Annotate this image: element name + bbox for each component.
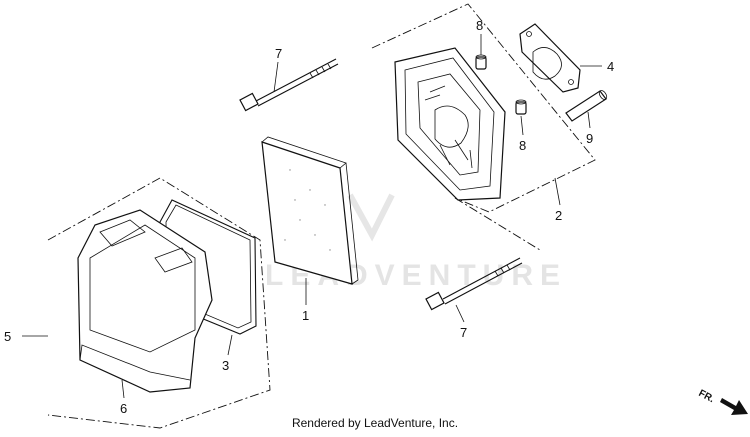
- callout-8-upper: 8: [476, 18, 483, 33]
- callout-3: 3: [222, 358, 229, 373]
- bolt-lower: [425, 257, 523, 311]
- callout-7-upper: 7: [275, 46, 282, 61]
- pin-upper: [475, 54, 487, 70]
- callout-7-lower: 7: [460, 325, 467, 340]
- bolt-upper: [239, 58, 339, 112]
- air-cleaner-case-icon: [394, 47, 506, 201]
- pin-icon: [475, 54, 487, 70]
- filter-element-icon: [261, 136, 359, 285]
- callout-8-lower: 8: [519, 138, 526, 153]
- callout-6: 6: [120, 401, 127, 416]
- bolt-icon: [239, 58, 339, 112]
- tube-icon: [565, 90, 608, 122]
- arrow-icon: [720, 398, 748, 415]
- direction-label: FR.: [697, 388, 717, 405]
- leader-lines: [22, 34, 602, 399]
- assembly-outline-lower: [47, 177, 271, 429]
- gasket-icon: [519, 23, 581, 93]
- callout-1: 1: [302, 308, 309, 323]
- gasket: [519, 23, 581, 93]
- assembly-outline-upper: [371, 3, 596, 213]
- callouts: 7 8 4 8 9 2 1 7 5 3 6: [4, 18, 614, 416]
- callout-5: 5: [4, 329, 11, 344]
- bolt-icon: [425, 257, 523, 311]
- tube: [565, 90, 608, 122]
- pin-icon: [515, 99, 527, 115]
- cover-icon: [77, 209, 213, 393]
- callout-2: 2: [555, 208, 562, 223]
- callout-9: 9: [586, 131, 593, 146]
- air-cleaner-case: [394, 47, 506, 201]
- front-direction-mark: FR.: [697, 388, 748, 415]
- footer-credit: Rendered by LeadVenture, Inc.: [292, 416, 458, 430]
- cover: [77, 209, 213, 393]
- leader-dashed-bolt: [454, 197, 541, 251]
- callout-4: 4: [607, 59, 614, 74]
- filter-element: [261, 136, 359, 285]
- pin-lower: [515, 99, 527, 115]
